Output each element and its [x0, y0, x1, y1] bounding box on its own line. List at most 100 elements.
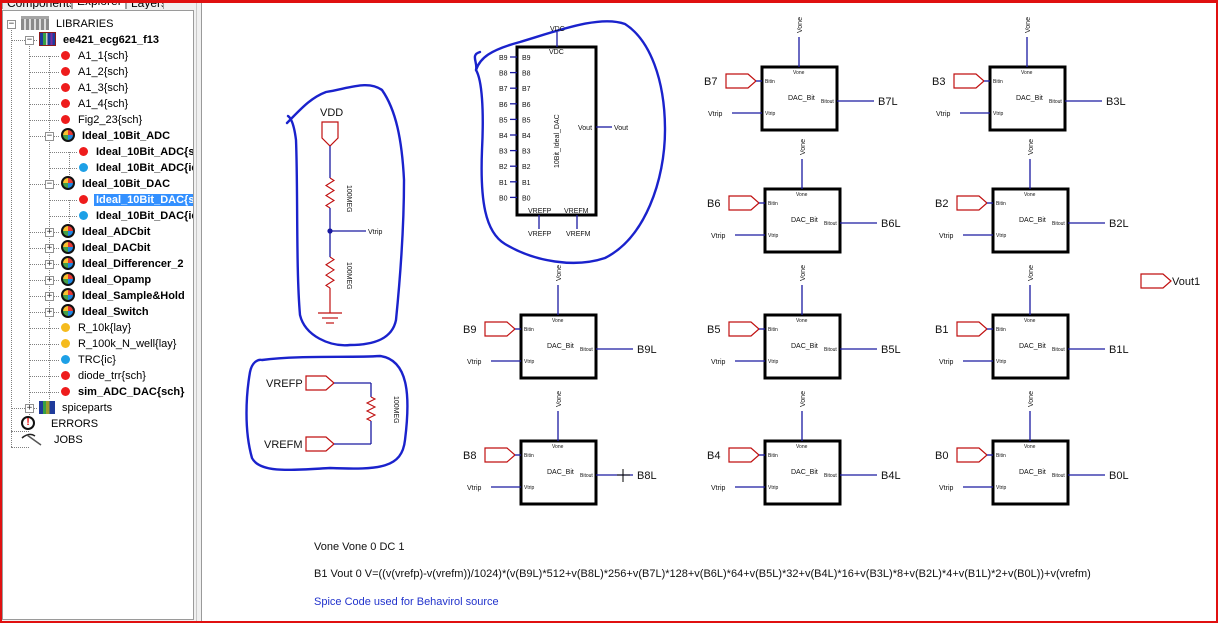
- collapse-toggle-icon[interactable]: −: [25, 35, 34, 45]
- tree-item-label: A1_1{sch}: [78, 50, 129, 62]
- tree-item[interactable]: A1_2{sch}: [61, 64, 130, 80]
- dac10-vrefm-pin: VREFM: [564, 208, 589, 215]
- bit-input-label: B3: [932, 76, 945, 88]
- tree-connector: [69, 200, 70, 223]
- tree-item[interactable]: ee421_ecg621_f13: [39, 32, 161, 48]
- vone-pin-label: Vone: [552, 444, 564, 450]
- vtrip-net-label: Vtrip: [939, 359, 954, 366]
- collapse-toggle-icon[interactable]: −: [45, 179, 54, 189]
- resistor-top-value: 100MEG: [345, 185, 352, 213]
- expand-toggle-icon[interactable]: +: [45, 307, 54, 317]
- dac10-input-pin: B0: [522, 195, 531, 202]
- bitout-pin-label: Bitout: [580, 347, 593, 353]
- bit-input-port: [484, 447, 516, 463]
- tab-explorer[interactable]: Explorer: [72, 0, 126, 9]
- tree-item[interactable]: A1_4{sch}: [61, 96, 130, 112]
- tree-connector: [11, 408, 37, 409]
- tree-item[interactable]: A1_3{sch}: [61, 80, 130, 96]
- expand-toggle-icon[interactable]: +: [45, 275, 54, 285]
- tree-item[interactable]: TRC{ic}: [61, 352, 118, 368]
- expand-toggle-icon[interactable]: +: [45, 291, 54, 301]
- dac10-vrefp-net: VREFP: [528, 231, 552, 238]
- spice-comment: Spice Code used for Behavirol source: [314, 596, 499, 608]
- tree-item[interactable]: Ideal_10Bit_ADC{icon}: [79, 160, 193, 176]
- tree-item-label: TRC{ic}: [78, 354, 116, 366]
- tree-item[interactable]: Ideal_10Bit_ADC{sch}: [79, 144, 193, 160]
- vout1-label: Vout1: [1172, 276, 1200, 288]
- tree-item[interactable]: Ideal_Switch: [61, 304, 151, 320]
- error-icon: !: [21, 416, 35, 431]
- dac10-input-net: B3: [499, 149, 508, 156]
- explorer-tree[interactable]: LIBRARIES−ee421_ecg621_f13−A1_1{sch}A1_2…: [2, 10, 194, 620]
- tree-item[interactable]: R_100k_N_well{lay}: [61, 336, 178, 352]
- tree-item[interactable]: Ideal_Differencer_2: [61, 256, 186, 272]
- tab-layers[interactable]: Layers: [126, 0, 164, 9]
- tree-item[interactable]: Ideal_DACbit: [61, 240, 152, 256]
- tree-item[interactable]: !ERRORS: [21, 416, 100, 432]
- vone-net-label: Vone: [800, 139, 807, 155]
- tree-item-label: diode_trr{sch}: [78, 370, 146, 382]
- tree-item[interactable]: Fig2_23{sch}: [61, 112, 144, 128]
- tree-item-label: R_100k_N_well{lay}: [78, 338, 177, 350]
- tree-item[interactable]: Ideal_10Bit_DAC: [61, 176, 172, 192]
- collapse-toggle-icon[interactable]: −: [7, 19, 16, 29]
- dac10-input-pin: B3: [522, 149, 531, 156]
- tree-item[interactable]: spiceparts: [39, 400, 114, 416]
- dac-bit-title: DAC_Bit: [1019, 217, 1046, 224]
- tree-connector: [49, 152, 77, 153]
- bitout-pin-label: Bitout: [1049, 99, 1062, 105]
- dac10-input-pin: B1: [522, 180, 531, 187]
- expand-toggle-icon[interactable]: +: [45, 227, 54, 237]
- tree-connector: [69, 152, 70, 175]
- expand-toggle-icon[interactable]: +: [45, 259, 54, 269]
- tree-item-label: Fig2_23{sch}: [78, 114, 143, 126]
- bit-input-label: B0: [935, 450, 948, 462]
- expand-toggle-icon[interactable]: +: [45, 243, 54, 253]
- schematic-dot-icon: [61, 98, 70, 108]
- panel-splitter[interactable]: [196, 0, 202, 623]
- tree-item[interactable]: Ideal_10Bit_DAC{icon}: [79, 208, 193, 224]
- tree-item[interactable]: Ideal_10Bit_DAC{sch}: [79, 192, 193, 208]
- bitout-pin-label: Bitout: [580, 473, 593, 479]
- annotation-circle-divider: [285, 83, 406, 347]
- bitin-pin-label: Bitin: [996, 327, 1006, 333]
- vrefm-label: VREFM: [264, 439, 303, 451]
- collapse-toggle-icon[interactable]: −: [45, 131, 54, 141]
- cell-icon: [61, 128, 75, 143]
- tree-item[interactable]: sim_ADC_DAC{sch}: [61, 384, 186, 400]
- bit-input-port: [956, 321, 988, 337]
- schematic-drawing[interactable]: VDDVtrip100MEG100MEGVREFPVREFM100MEGVDCV…: [202, 0, 1216, 621]
- tree-item[interactable]: LIBRARIES: [21, 16, 115, 32]
- cell-icon: [61, 176, 75, 191]
- bit-output-label: B0L: [1109, 470, 1129, 482]
- tree-item[interactable]: diode_trr{sch}: [61, 368, 148, 384]
- tree-item[interactable]: Ideal_10Bit_ADC: [61, 128, 172, 144]
- tree-connector: [49, 56, 50, 399]
- tab-components[interactable]: Components: [2, 0, 72, 9]
- dac10-input-net: B0: [499, 195, 508, 202]
- tree-item[interactable]: A1_1{sch}: [61, 48, 130, 64]
- schematic-dot-icon: [61, 114, 70, 124]
- vtrip-pin-label: Vtrip: [765, 111, 776, 117]
- vrefm-port: [305, 436, 335, 452]
- resistor-top: [324, 177, 336, 209]
- vone-pin-label: Vone: [1024, 318, 1036, 324]
- bitout-pin-label: Bitout: [821, 99, 834, 105]
- dac10-top-net: VDC: [550, 26, 565, 33]
- vtrip-net-label: Vtrip: [467, 485, 482, 492]
- tree-item[interactable]: Ideal_Sample&Hold: [61, 288, 187, 304]
- vtrip-pin-label: Vtrip: [996, 233, 1007, 239]
- tree-item[interactable]: JOBS: [21, 432, 85, 448]
- tree-item[interactable]: Ideal_ADCbit: [61, 224, 152, 240]
- vone-pin-label: Vone: [1024, 444, 1036, 450]
- tree-item[interactable]: Ideal_Opamp: [61, 272, 153, 288]
- vone-net-label: Vone: [1028, 139, 1035, 155]
- dac10-top-pin: VDC: [549, 49, 564, 56]
- tree-connector: [11, 40, 37, 41]
- dac-bit-title: DAC_Bit: [791, 343, 818, 350]
- bit-input-label: B6: [707, 198, 720, 210]
- tree-item[interactable]: R_10k{lay}: [61, 320, 133, 336]
- expand-toggle-icon[interactable]: +: [25, 403, 34, 413]
- dac10-input-pin: B4: [522, 133, 531, 140]
